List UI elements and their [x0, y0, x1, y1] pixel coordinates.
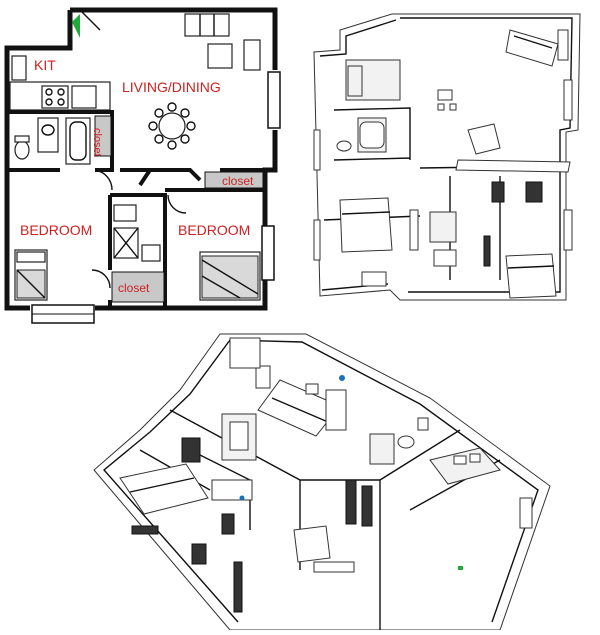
- fridge: [11, 55, 27, 81]
- window-bedroom-right: [261, 225, 275, 281]
- floor-plan-3d-top: [300, 0, 600, 330]
- armchair-iso: [293, 525, 331, 563]
- entry-marker-iso: [458, 566, 463, 570]
- label-living-dining: LIVING/DINING: [122, 79, 221, 95]
- kitchen-counter-iso: [429, 447, 501, 485]
- bath2-wall: [108, 193, 167, 308]
- bed-left-iso: [119, 463, 209, 515]
- bed-right-3d: [505, 253, 557, 299]
- closet-bedroom: [111, 271, 165, 303]
- closet-entry-label: closet: [91, 128, 103, 157]
- floor-plan-3d-top-svg: [313, 13, 581, 301]
- bed-top-3d: [257, 379, 341, 437]
- closet-bedroom-label: closet: [118, 281, 150, 295]
- sofa: [184, 13, 230, 37]
- bath2-sink: [141, 244, 161, 262]
- floor-plan-3d-bottom: [80, 330, 580, 631]
- hall-wall: [120, 168, 265, 187]
- tv-console-3d: [455, 159, 571, 173]
- dining-table: [158, 112, 186, 140]
- toilet-3d: [336, 140, 352, 152]
- door-swing: [167, 194, 187, 214]
- shower-3d: [433, 249, 457, 267]
- label-bedroom-right: BEDROOM: [178, 222, 250, 238]
- dining-table-3d: [437, 89, 453, 101]
- door-swing: [94, 169, 113, 191]
- floor-plan-svg: closet closet closet KIT LIVING/DINING B…: [4, 7, 281, 324]
- armchair: [207, 43, 233, 69]
- entry-door: [81, 11, 101, 31]
- label-bedroom-left: BEDROOM: [20, 222, 92, 238]
- toilet-iso: [397, 435, 415, 449]
- stove: [41, 85, 69, 109]
- dining-chairs: [148, 102, 196, 150]
- tv-iso: [181, 437, 201, 463]
- bed-left-3d: [339, 197, 393, 253]
- vanity-3d: [429, 211, 457, 243]
- window-living: [267, 71, 281, 129]
- label-kitchen: KIT: [34, 57, 56, 73]
- floor-plan-3d-bottom-svg: [93, 333, 551, 631]
- kitchen-sink: [71, 85, 97, 109]
- desk-3d: [361, 271, 387, 287]
- desk-iso: [211, 479, 253, 501]
- side-table: [243, 39, 261, 71]
- bath2-vanity: [113, 204, 137, 222]
- door-swing: [91, 269, 111, 289]
- toilet: [14, 140, 30, 160]
- closet-entry: [94, 115, 112, 157]
- floor-plan-2d: closet closet closet KIT LIVING/DINING B…: [0, 0, 290, 330]
- entry-marker: [72, 14, 80, 38]
- closet-hall: [204, 171, 264, 189]
- sofa-3d: [505, 29, 559, 67]
- closet-hall-label: closet: [222, 174, 254, 188]
- bath-wall: [7, 110, 114, 172]
- armchair-3d: [467, 123, 501, 155]
